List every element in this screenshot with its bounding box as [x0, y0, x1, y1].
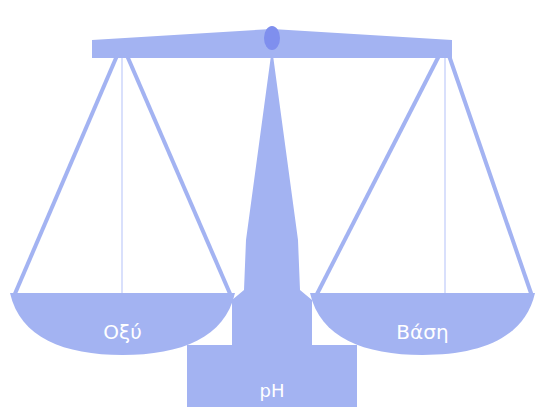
pan-string	[14, 44, 122, 296]
scale-base: pH	[187, 345, 357, 407]
pan-string	[122, 44, 231, 296]
pan-string	[444, 50, 446, 294]
pan-string	[316, 44, 445, 296]
node-label: Βάση	[396, 321, 448, 344]
pan-string	[121, 50, 123, 294]
pivot	[264, 26, 280, 50]
node-label: Οξύ	[103, 321, 141, 344]
pan-string	[445, 44, 532, 296]
scale-pillar	[232, 48, 312, 346]
node-label: pH	[260, 381, 285, 402]
shape-outline	[187, 345, 357, 407]
